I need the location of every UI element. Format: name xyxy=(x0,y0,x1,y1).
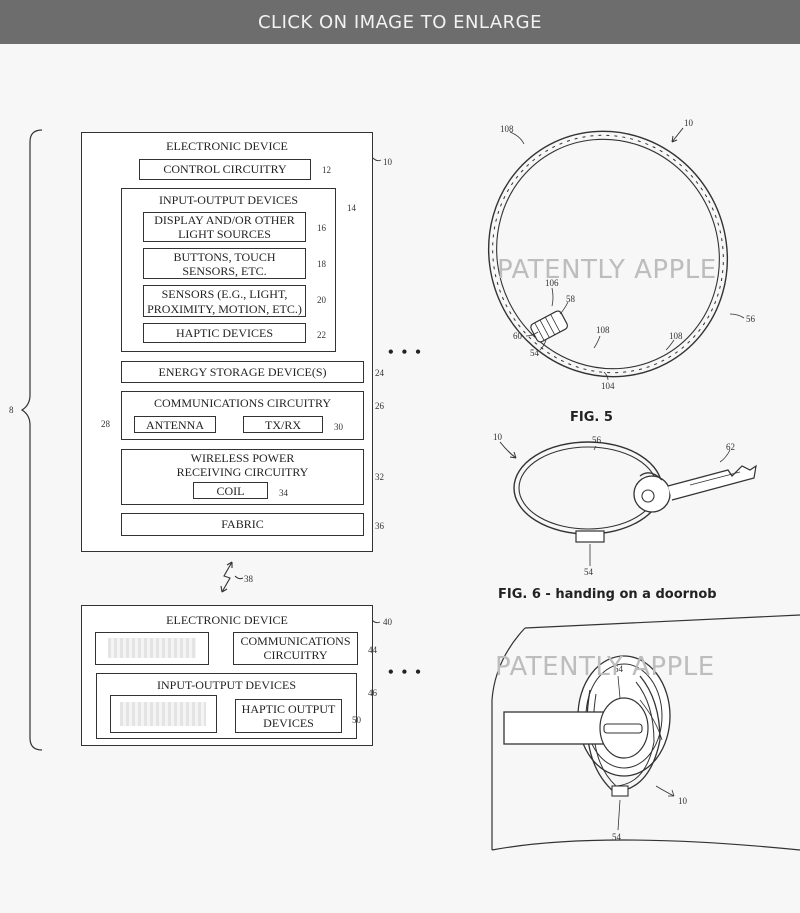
buttons-line1: BUTTONS, TOUCH xyxy=(173,250,276,264)
fig5-ref-56: 56 xyxy=(746,314,755,324)
fabric-box xyxy=(121,513,364,536)
haptic-devices-box xyxy=(143,323,306,343)
ref-18: 18 xyxy=(317,259,326,269)
ref-10: 10 xyxy=(383,157,392,167)
ref-22: 22 xyxy=(317,330,326,340)
obscured-label-smudge xyxy=(108,638,196,658)
fig6-ref-10: 10 xyxy=(493,432,502,442)
fig7-ref-10: 10 xyxy=(678,796,687,806)
txrx-label: TX/RX xyxy=(265,418,301,432)
ref-24: 24 xyxy=(375,368,384,378)
watermark-fig5: PATENTLY APPLE xyxy=(497,255,717,285)
device2-io-title: INPUT-OUTPUT DEVICES xyxy=(156,678,296,692)
ref-36: 36 xyxy=(375,521,384,531)
sensors-box xyxy=(143,285,306,317)
device1-title: ELECTRONIC DEVICE xyxy=(166,139,288,153)
watermark-fig7: PATENTLY APPLE xyxy=(495,652,715,682)
ellipsis-device1: • • • xyxy=(388,344,423,361)
wireless-power-box xyxy=(121,449,364,505)
ref-50: 50 xyxy=(352,715,361,725)
wireless-line2: RECEIVING CIRCUITRY xyxy=(176,465,309,479)
fig5-ring xyxy=(487,127,745,381)
control-circuitry-label: CONTROL CIRCUITRY xyxy=(163,162,287,176)
fig7-ref-64: 64 xyxy=(614,664,623,674)
ref-12: 12 xyxy=(322,165,331,175)
energy-storage-box xyxy=(121,361,364,383)
haptic-output-box xyxy=(235,699,342,733)
fabric-label: FABRIC xyxy=(221,517,264,531)
fig6-caption: FIG. 6 - handing on a doornob xyxy=(498,587,717,602)
ref-32: 32 xyxy=(375,472,384,482)
device2-comm-line2: CIRCUITRY xyxy=(263,648,328,662)
fig5-ref-58: 58 xyxy=(566,294,575,304)
fig6-ref-54: 54 xyxy=(584,567,593,577)
door-handle xyxy=(503,711,615,745)
ref-38: 38 xyxy=(244,574,253,584)
txrx-box xyxy=(243,416,323,433)
fig7-ref-54: 54 xyxy=(612,832,621,842)
haptic-output-line2: DEVICES xyxy=(263,716,314,730)
fig6-loop-key xyxy=(499,441,757,566)
ref-44: 44 xyxy=(368,645,377,655)
fig5-ref-108-right: 108 xyxy=(669,331,683,341)
wireless-line1: WIRELESS POWER xyxy=(190,451,295,465)
haptic-output-line1: HAPTIC OUTPUT xyxy=(241,702,336,716)
ellipsis-device2: • • • xyxy=(388,664,423,681)
fig5-ref-108-top: 108 xyxy=(500,124,514,134)
fig7-doorknob xyxy=(491,614,800,851)
display-box xyxy=(143,212,306,242)
fig5-ref-108-mid: 108 xyxy=(596,325,610,335)
coil-label: COIL xyxy=(216,484,245,498)
fig5-ref-10: 10 xyxy=(684,118,693,128)
fig5-ref-104: 104 xyxy=(601,381,615,391)
buttons-line2: SENSORS, ETC. xyxy=(182,264,267,278)
ref-20: 20 xyxy=(317,295,326,305)
ref-40: 40 xyxy=(383,617,392,627)
device2-comm-line1: COMMUNICATIONS xyxy=(240,634,351,648)
haptic-devices-label: HAPTIC DEVICES xyxy=(175,326,273,340)
device2-communications-box xyxy=(233,632,358,665)
fig5-ref-106: 106 xyxy=(545,278,559,288)
ref-28: 28 xyxy=(101,419,110,429)
ref-14: 14 xyxy=(347,203,356,213)
ref-46: 46 xyxy=(368,688,377,698)
display-line2: LIGHT SOURCES xyxy=(178,227,271,241)
communications-title: COMMUNICATIONS CIRCUITRY xyxy=(153,396,332,410)
io-devices-title: INPUT-OUTPUT DEVICES xyxy=(158,193,298,207)
sensors-line1: SENSORS (E.G., LIGHT, xyxy=(161,287,288,301)
control-circuitry-box xyxy=(139,159,311,180)
energy-storage-label: ENERGY STORAGE DEVICE(S) xyxy=(158,365,327,379)
key-icon xyxy=(633,464,757,513)
buttons-box xyxy=(143,248,306,279)
fig6-ref-62: 62 xyxy=(726,442,735,452)
door-panel xyxy=(491,627,526,850)
ref-34: 34 xyxy=(279,488,288,498)
fig6-ref-56: 56 xyxy=(592,435,601,445)
antenna-label: ANTENNA xyxy=(146,418,204,432)
coil-box xyxy=(193,482,268,499)
obscured-io-smudge xyxy=(120,702,206,726)
ref-30: 30 xyxy=(334,422,343,432)
system-brace xyxy=(20,129,43,751)
wireless-link-arrow xyxy=(220,561,244,593)
ref-8: 8 xyxy=(9,405,14,415)
antenna-box xyxy=(134,416,216,433)
device2-title: ELECTRONIC DEVICE xyxy=(166,613,288,627)
fig5-ref-60: 60 xyxy=(513,331,522,341)
sensors-line2: PROXIMITY, MOTION, ETC.) xyxy=(147,302,302,316)
display-line1: DISPLAY AND/OR OTHER xyxy=(154,213,295,227)
fig5-ref-54: 54 xyxy=(530,348,539,358)
enlarge-banner[interactable]: CLICK ON IMAGE TO ENLARGE xyxy=(0,0,800,44)
ref-16: 16 xyxy=(317,223,326,233)
fig5-caption: FIG. 5 xyxy=(570,410,613,425)
ref-26: 26 xyxy=(375,401,384,411)
